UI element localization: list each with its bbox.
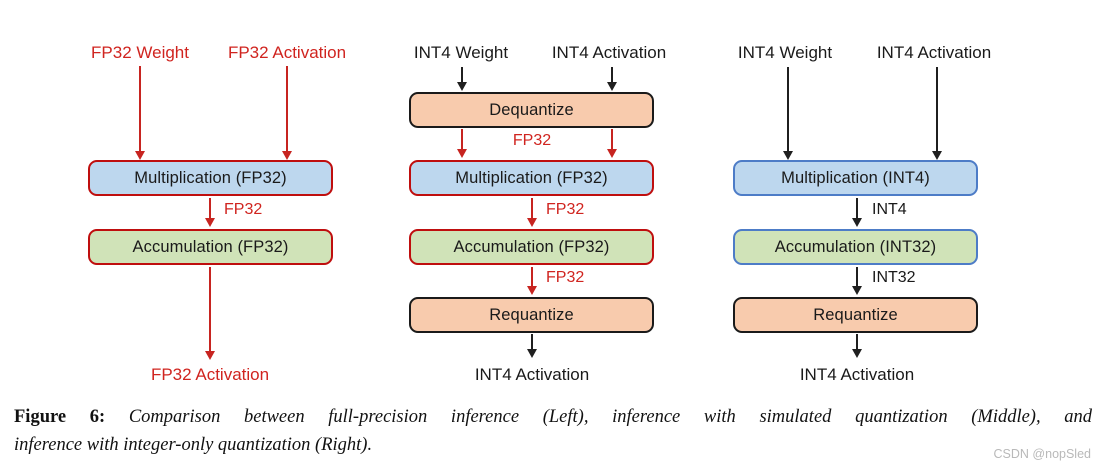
node-multiplication-int4: Multiplication (INT4) [733,160,978,196]
arrow-accum-to-requantize [856,267,858,286]
node-accumulation-int32: Accumulation (INT32) [733,229,978,265]
csdn-watermark: CSDN @nopSled [993,447,1091,461]
node-accumulation-fp32: Accumulation (FP32) [88,229,333,265]
edge-label-fp32: FP32 [224,201,263,218]
arrow-dequantize-to-mult-right [611,129,613,149]
caption-line-1: Figure 6: Comparison between full-precis… [14,403,1092,431]
node-label: Requantize [813,305,898,324]
node-label: Multiplication (FP32) [455,168,608,187]
arrow-mult-to-accum [531,198,533,218]
arrow-mult-to-accum [856,198,858,218]
caption-text-line2: inference with integer-only quantization… [14,435,373,455]
caption-line-2: inference with integer-only quantization… [14,431,1092,459]
input-label-fp32-activation: FP32 Activation [227,43,347,62]
node-accumulation-fp32: Accumulation (FP32) [409,229,654,265]
node-label: Multiplication (FP32) [134,168,287,187]
edge-label-fp32-accum: FP32 [546,269,585,286]
node-label: Accumulation (FP32) [132,237,289,256]
arrow-accum-to-output [209,267,211,351]
node-multiplication-fp32: Multiplication (FP32) [88,160,333,196]
arrow-activation-to-dequantize [611,67,613,82]
input-label-int4-activation: INT4 Activation [551,43,667,62]
arrow-activation-to-mult [286,66,288,151]
node-label: Accumulation (FP32) [453,237,610,256]
arrow-weight-to-mult [787,67,789,151]
caption-figure-number: Figure 6: [14,407,106,427]
output-label-fp32-activation: FP32 Activation [150,365,270,384]
caption-text-line1: Comparison between full-precision infere… [128,407,1093,427]
input-label-fp32-weight: FP32 Weight [91,43,189,62]
node-label: Accumulation (INT32) [774,237,937,256]
arrow-requantize-to-output [531,334,533,349]
arrow-accum-to-requantize [531,267,533,286]
node-label: Requantize [489,305,574,324]
edge-label-fp32-mult: FP32 [546,201,585,218]
node-label: Multiplication (INT4) [781,168,930,187]
output-label-int4-activation: INT4 Activation [799,365,915,384]
arrow-mult-to-accum [209,198,211,218]
node-label: Dequantize [489,100,574,119]
input-label-int4-weight: INT4 Weight [737,43,833,62]
node-requantize: Requantize [733,297,978,333]
input-label-int4-activation: INT4 Activation [876,43,992,62]
output-label-int4-activation: INT4 Activation [474,365,590,384]
figure-caption: Figure 6: Comparison between full-precis… [14,403,1092,459]
arrow-dequantize-to-mult-left [461,129,463,149]
arrow-activation-to-mult [936,67,938,151]
node-multiplication-fp32: Multiplication (FP32) [409,160,654,196]
edge-label-int4: INT4 [872,201,907,218]
node-dequantize: Dequantize [409,92,654,128]
arrow-requantize-to-output [856,334,858,349]
arrow-weight-to-dequantize [461,67,463,82]
node-requantize: Requantize [409,297,654,333]
input-label-int4-weight: INT4 Weight [413,43,509,62]
edge-label-int32: INT32 [872,269,916,286]
arrow-weight-to-mult [139,66,141,151]
edge-label-fp32-dequantize: FP32 [512,132,552,149]
